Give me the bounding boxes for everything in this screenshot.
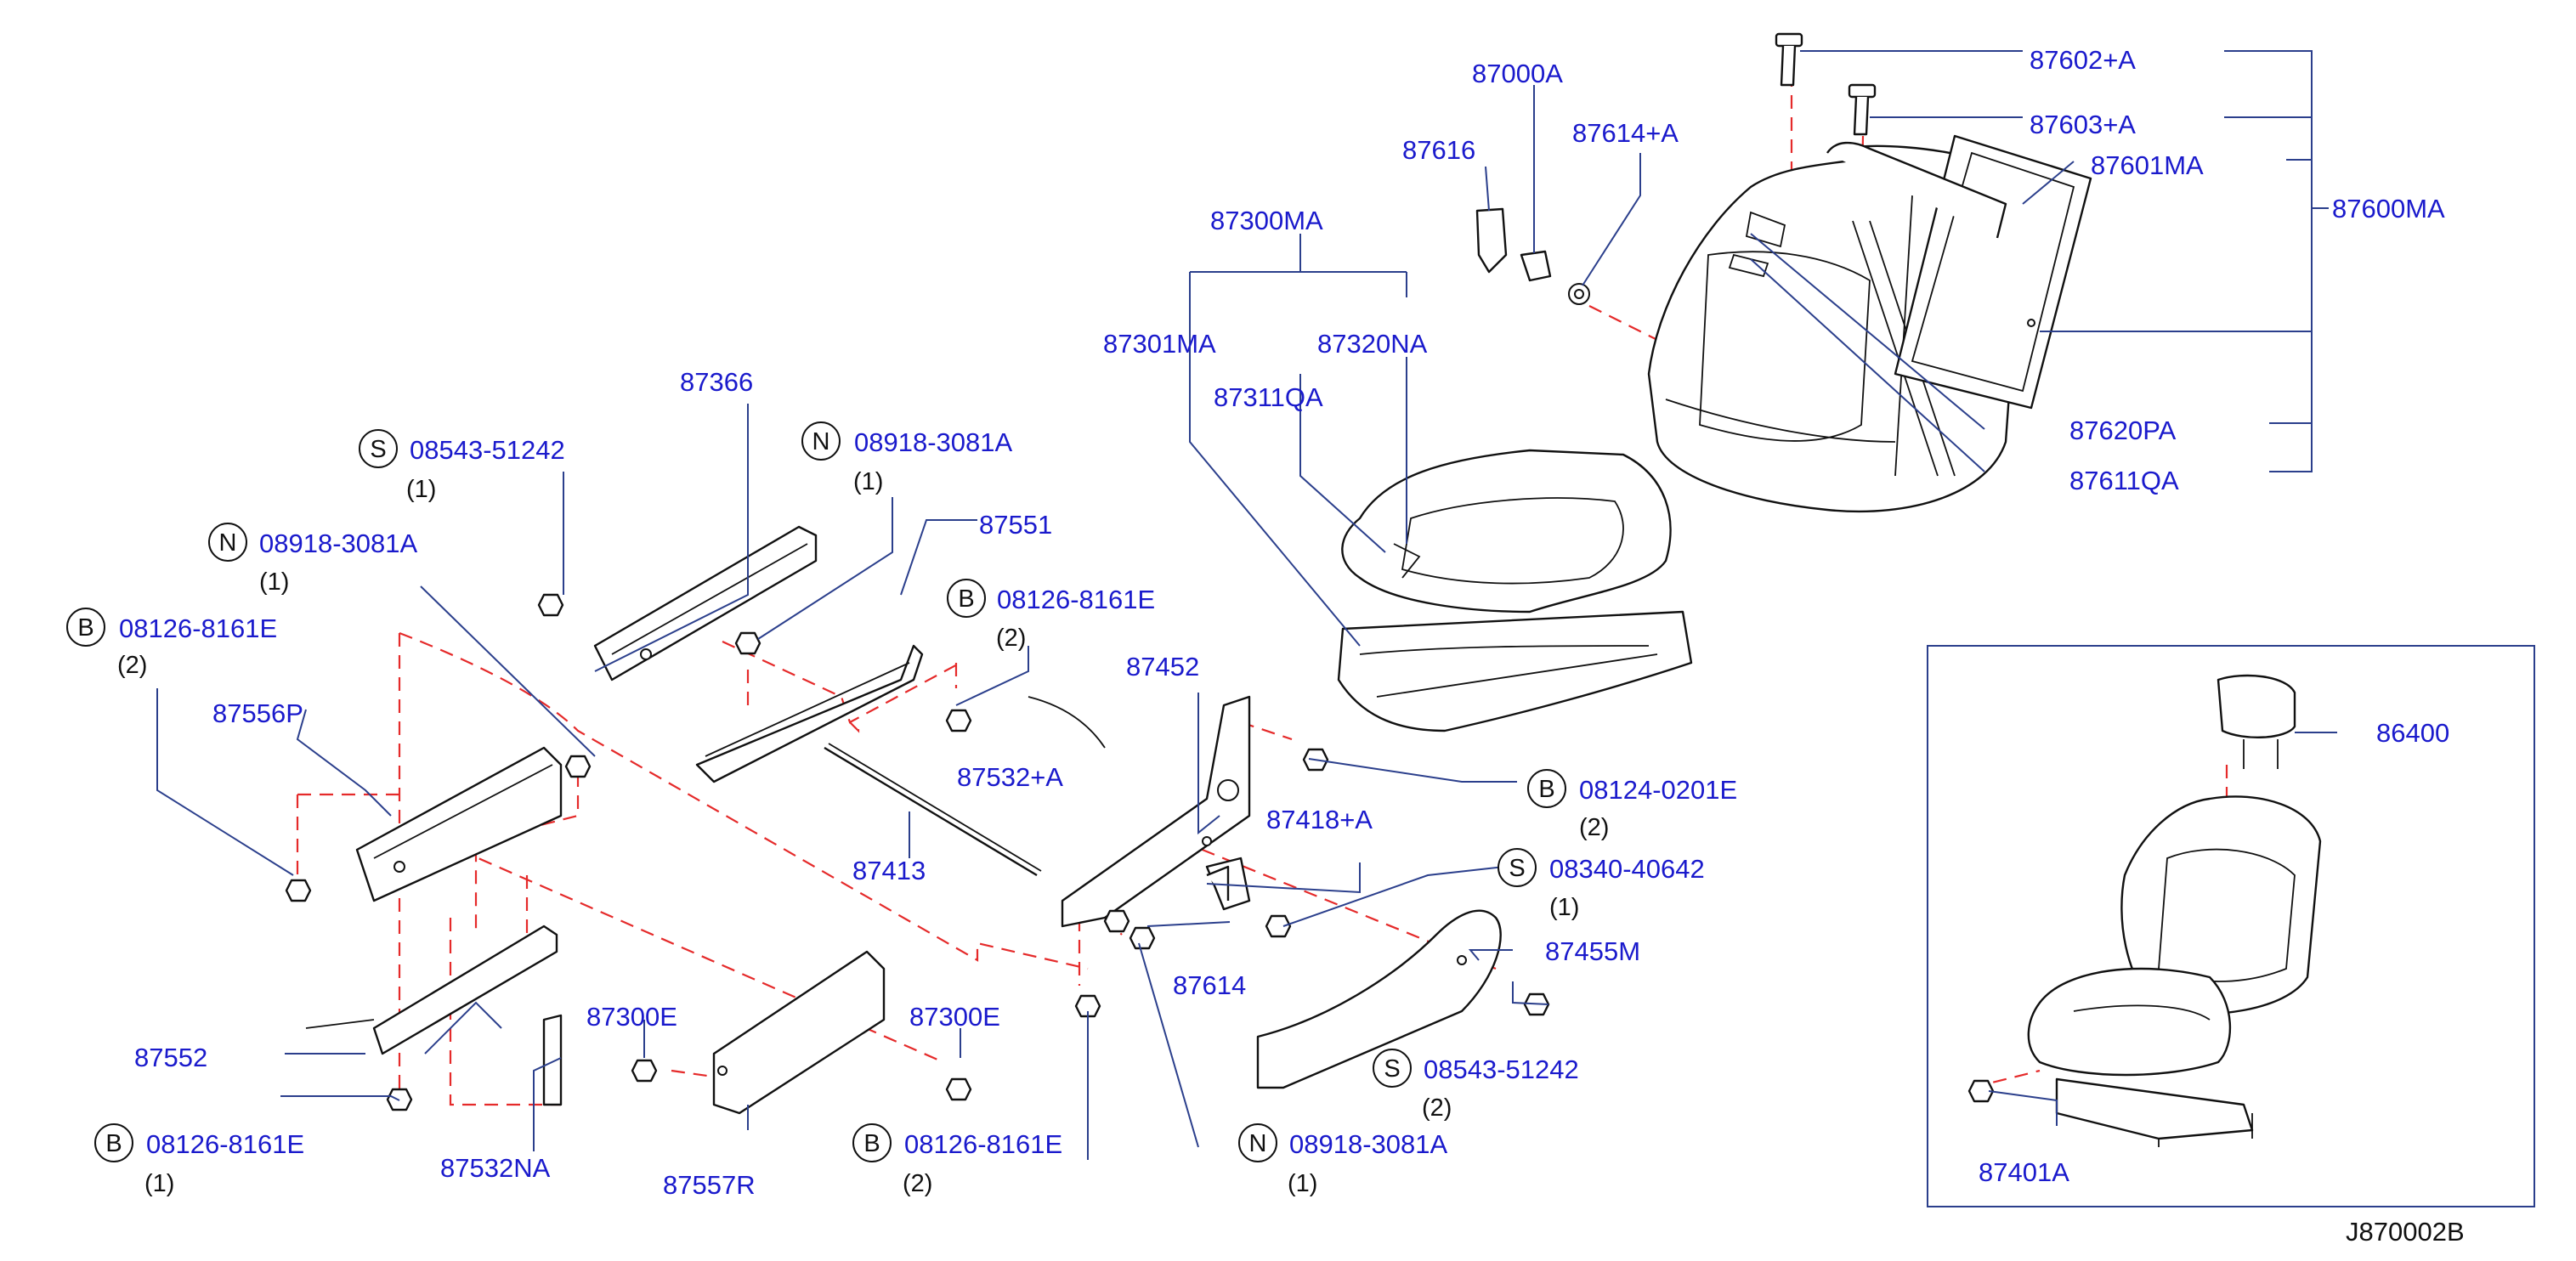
- callout-b-left: B 08126-8161E (2): [66, 608, 277, 679]
- fastener-icons: [285, 593, 1995, 1111]
- prefix-b-bm: B: [863, 1130, 880, 1157]
- label-87413: 87413: [852, 856, 926, 885]
- label-87557r: 87557R: [663, 1170, 756, 1200]
- label-87602a: 87602+A: [2030, 45, 2136, 75]
- prefix-b-right: B: [1538, 776, 1554, 803]
- label-87366: 87366: [680, 367, 753, 397]
- qty-b-bl: (1): [144, 1170, 174, 1197]
- number-s-low: 08543-51242: [1424, 1055, 1579, 1084]
- diagram-reference-code: J870002B: [2346, 1217, 2465, 1247]
- label-87552: 87552: [134, 1043, 207, 1072]
- qty-s-top: (1): [406, 476, 436, 503]
- label-87614: 87614: [1173, 970, 1246, 1000]
- label-87614a: 87614+A: [1572, 118, 1679, 148]
- part-labels: 87602+A 87603+A 87601MA 87600MA 87620PA …: [134, 45, 2449, 1200]
- number-n-left: 08918-3081A: [259, 529, 417, 558]
- callout-n-top: N 08918-3081A (1): [801, 421, 1012, 495]
- label-87301ma: 87301MA: [1103, 329, 1216, 359]
- number-n-bot: 08918-3081A: [1289, 1129, 1447, 1159]
- label-87601ma: 87601MA: [2091, 150, 2204, 180]
- label-86400: 86400: [2376, 718, 2449, 748]
- callout-n-bot: N 08918-3081A (1): [1238, 1123, 1447, 1197]
- label-87616: 87616: [1402, 135, 1475, 165]
- label-87600ma: 87600MA: [2332, 194, 2445, 223]
- number-b-bm: 08126-8161E: [904, 1129, 1062, 1159]
- qty-b-right: (2): [1579, 814, 1609, 841]
- seat-rail-lower: [305, 746, 563, 1055]
- qty-n-left: (1): [259, 568, 289, 596]
- fastener-callouts: S 08543-51242 (1) N 08918-3081A (1) N 08…: [66, 421, 1737, 1197]
- number-b-left: 08126-8161E: [119, 614, 277, 643]
- clip-icons: [1475, 207, 1590, 305]
- prefix-b-mid: B: [958, 585, 974, 613]
- seat-rail-upper: [593, 525, 924, 783]
- qty-n-top: (1): [853, 468, 883, 495]
- seat-back-frame: [1826, 134, 2092, 410]
- prefix-n-bot: N: [1249, 1130, 1267, 1157]
- label-87311qa: 87311QA: [1214, 382, 1323, 412]
- prefix-s-top: S: [370, 436, 386, 463]
- callout-b-mid: B 08126-8161E (2): [947, 579, 1155, 652]
- seat-cushion-illustration: [1337, 449, 1693, 732]
- qty-b-bm: (2): [903, 1170, 932, 1197]
- number-b-bl: 08126-8161E: [146, 1129, 304, 1159]
- recliner-cover: [1256, 909, 1502, 1089]
- label-87452: 87452: [1126, 652, 1199, 681]
- qty-b-left: (2): [117, 652, 147, 679]
- inset-seat-assembly: [1927, 645, 2535, 1207]
- prefix-n-left: N: [219, 529, 237, 557]
- label-87300e-right: 87300E: [909, 1002, 1000, 1032]
- label-87611qa: 87611QA: [2069, 466, 2179, 495]
- callout-b-bl: B 08126-8161E (1): [94, 1123, 304, 1197]
- callout-b-bm: B 08126-8161E (2): [852, 1123, 1062, 1197]
- number-s-top: 08543-51242: [410, 435, 565, 465]
- prefix-n-top: N: [812, 428, 830, 455]
- number-n-top: 08918-3081A: [854, 427, 1012, 457]
- callout-n-left: N 08918-3081A (1): [208, 523, 417, 596]
- label-87000a: 87000A: [1472, 59, 1563, 88]
- connecting-rod: [824, 743, 1042, 877]
- label-87320na: 87320NA: [1317, 329, 1428, 359]
- qty-s-low: (2): [1422, 1094, 1452, 1122]
- label-87556p: 87556P: [212, 698, 303, 728]
- label-87620pa: 87620PA: [2069, 416, 2177, 445]
- prefix-s-right: S: [1509, 855, 1525, 882]
- callout-s-low: S 08543-51242 (2): [1373, 1049, 1579, 1122]
- label-87401a: 87401A: [1979, 1157, 2069, 1187]
- headrest-guide-icons: [1775, 32, 1877, 136]
- number-s-right: 08340-40642: [1549, 854, 1705, 884]
- label-87418a: 87418+A: [1266, 805, 1373, 834]
- label-87455m: 87455M: [1545, 936, 1640, 966]
- callout-b-right: B 08124-0201E (2): [1527, 769, 1737, 841]
- prefix-b-bl: B: [105, 1130, 122, 1157]
- label-87532a: 87532+A: [957, 762, 1063, 792]
- label-87532na: 87532NA: [440, 1153, 551, 1183]
- qty-n-bot: (1): [1288, 1170, 1317, 1197]
- label-87300e-left: 87300E: [586, 1002, 677, 1032]
- callout-s-top: S 08543-51242 (1): [359, 429, 565, 503]
- prefix-s-low: S: [1384, 1055, 1400, 1083]
- number-b-mid: 08126-8161E: [997, 585, 1155, 614]
- label-87603a: 87603+A: [2030, 110, 2136, 139]
- qty-s-right: (1): [1549, 894, 1579, 921]
- label-87551: 87551: [979, 510, 1052, 540]
- slide-cover-icon: [712, 950, 886, 1115]
- leader-lines: [156, 50, 2337, 1160]
- label-87300ma: 87300MA: [1210, 206, 1323, 235]
- qty-b-mid: (2): [996, 625, 1026, 652]
- number-b-right: 08124-0201E: [1579, 775, 1737, 805]
- callout-s-right: S 08340-40642 (1): [1497, 848, 1705, 921]
- prefix-b-left: B: [77, 614, 93, 642]
